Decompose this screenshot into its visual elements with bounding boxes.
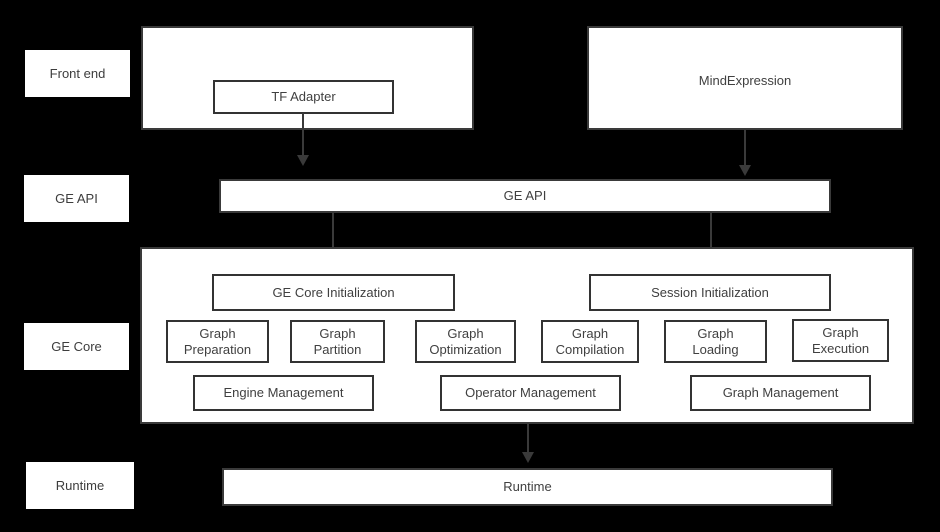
node-ge-core-initialization[interactable]: GE Core Initialization bbox=[212, 274, 455, 311]
node-session-initialization[interactable]: Session Initialization bbox=[589, 274, 831, 311]
connector-ge-api-to-session-init bbox=[710, 213, 712, 263]
node-graph-execution[interactable]: Graph Execution bbox=[792, 319, 889, 362]
bar-runtime[interactable]: Runtime bbox=[222, 468, 833, 506]
node-graph-loading[interactable]: Graph Loading bbox=[664, 320, 767, 363]
node-tf-adapter[interactable]: TF Adapter bbox=[213, 80, 394, 114]
rail-label-ge-core: GE Core bbox=[24, 323, 129, 370]
node-engine-management[interactable]: Engine Management bbox=[193, 375, 374, 411]
bar-ge-api[interactable]: GE API bbox=[219, 179, 831, 213]
node-operator-management[interactable]: Operator Management bbox=[440, 375, 621, 411]
arrowhead-tf-adapter-to-ge-api bbox=[297, 155, 309, 166]
node-graph-preparation[interactable]: Graph Preparation bbox=[166, 320, 269, 363]
connector-ge-api-to-ge-core-init bbox=[332, 213, 334, 263]
node-graph-management[interactable]: Graph Management bbox=[690, 375, 871, 411]
connector-tf-adapter-to-ge-api bbox=[302, 113, 304, 155]
rail-label-front-end: Front end bbox=[25, 50, 130, 97]
group-tensorflow[interactable]: Tensorflow bbox=[141, 26, 474, 130]
node-graph-optimization[interactable]: Graph Optimization bbox=[415, 320, 516, 363]
node-graph-partition[interactable]: Graph Partition bbox=[290, 320, 385, 363]
rail-label-runtime: Runtime bbox=[26, 462, 134, 509]
arrowhead-mindexpression-to-ge-api bbox=[739, 165, 751, 176]
rail-label-ge-api: GE API bbox=[24, 175, 129, 222]
node-graph-compilation[interactable]: Graph Compilation bbox=[541, 320, 639, 363]
connector-ge-core-to-runtime bbox=[527, 424, 529, 454]
group-mindexpression-title: MindExpression bbox=[698, 73, 792, 88]
connector-mindexpression-to-ge-api bbox=[744, 130, 746, 165]
arrowhead-ge-core-to-runtime bbox=[522, 452, 534, 463]
group-mindexpression[interactable]: MindExpression bbox=[587, 26, 903, 130]
